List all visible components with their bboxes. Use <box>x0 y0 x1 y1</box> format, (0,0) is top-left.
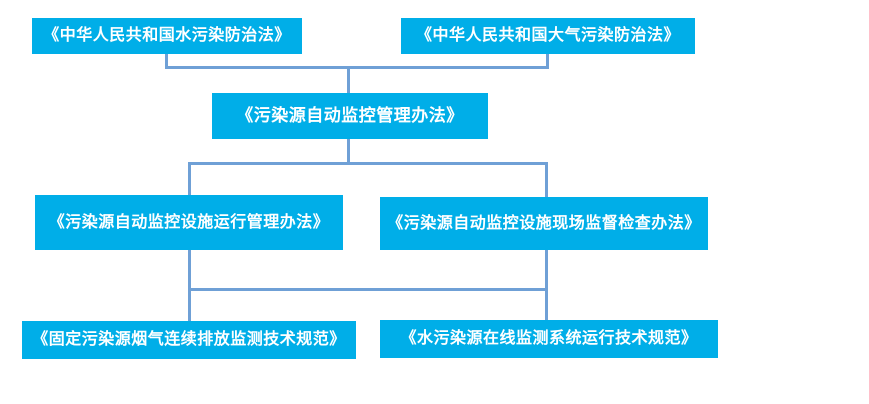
connector-facility-operation-drop <box>188 250 191 321</box>
node-auto-monitoring-measures: 《污染源自动监控管理办法》 <box>212 93 488 139</box>
node-facility-operation-measures: 《污染源自动监控设施运行管理办法》 <box>35 195 343 250</box>
node-label: 《污染源自动监控设施运行管理办法》 <box>48 213 330 231</box>
connector-onsite-inspection-drop <box>545 250 548 320</box>
connector-bus-top <box>165 66 549 69</box>
connector-bus-bottom <box>188 288 548 291</box>
node-label: 《水污染源在线监测系统运行技术规范》 <box>400 330 698 348</box>
connector-bus-middle <box>188 162 548 165</box>
node-label: 《污染源自动监控设施现场监督检查办法》 <box>387 214 701 232</box>
node-air-pollution-law: 《中华人民共和国大气污染防治法》 <box>401 18 695 54</box>
connector-auto-monitoring-drop <box>347 139 350 165</box>
node-water-pollution-law: 《中华人民共和国水污染防治法》 <box>32 18 302 54</box>
node-onsite-inspection-measures: 《污染源自动监控设施现场监督检查办法》 <box>380 197 708 250</box>
connector-to-facility-operation <box>188 162 191 195</box>
node-water-online-monitoring-spec: 《水污染源在线监测系统运行技术规范》 <box>380 320 718 358</box>
connector-water-law-drop <box>165 54 168 69</box>
node-flue-gas-cems-spec: 《固定污染源烟气连续排放监测技术规范》 <box>22 321 356 359</box>
node-label: 《污染源自动监控管理办法》 <box>236 105 464 125</box>
node-label: 《中华人民共和国大气污染防治法》 <box>415 27 680 45</box>
node-label: 《中华人民共和国水污染防治法》 <box>43 27 291 45</box>
connector-to-auto-monitoring <box>347 66 350 93</box>
connector-to-onsite-inspection <box>545 162 548 197</box>
node-label: 《固定污染源烟气连续排放监测技术规范》 <box>32 331 346 349</box>
connector-air-law-drop <box>546 54 549 69</box>
